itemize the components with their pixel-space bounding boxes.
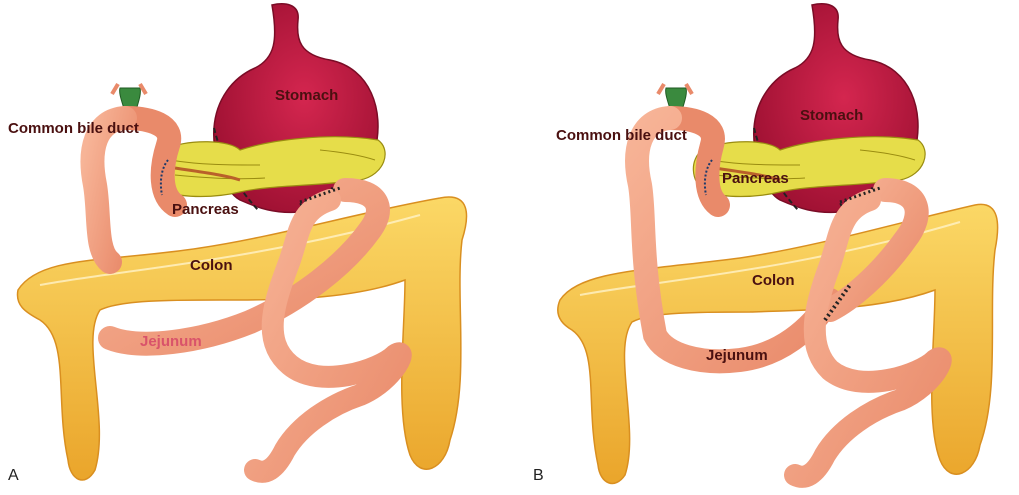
label-common-bile-duct: Common bile duct xyxy=(8,120,139,137)
panel-letter-b: B xyxy=(533,467,544,484)
label-jejunum: Jejunum xyxy=(706,347,768,364)
label-stomach: Stomach xyxy=(275,87,338,104)
label-colon: Colon xyxy=(190,257,233,274)
label-common-bile-duct: Common bile duct xyxy=(556,127,687,144)
label-pancreas: Pancreas xyxy=(172,201,239,218)
panel-b: Stomach Common bile duct Pancreas Colon … xyxy=(533,4,998,484)
label-colon: Colon xyxy=(752,272,795,289)
label-jejunum: Jejunum xyxy=(140,333,202,350)
panel-letter-a: A xyxy=(8,467,19,484)
label-stomach: Stomach xyxy=(800,107,863,124)
label-pancreas: Pancreas xyxy=(722,170,789,187)
panel-a: Stomach Common bile duct Pancreas Colon … xyxy=(8,4,467,484)
colon xyxy=(17,197,466,480)
